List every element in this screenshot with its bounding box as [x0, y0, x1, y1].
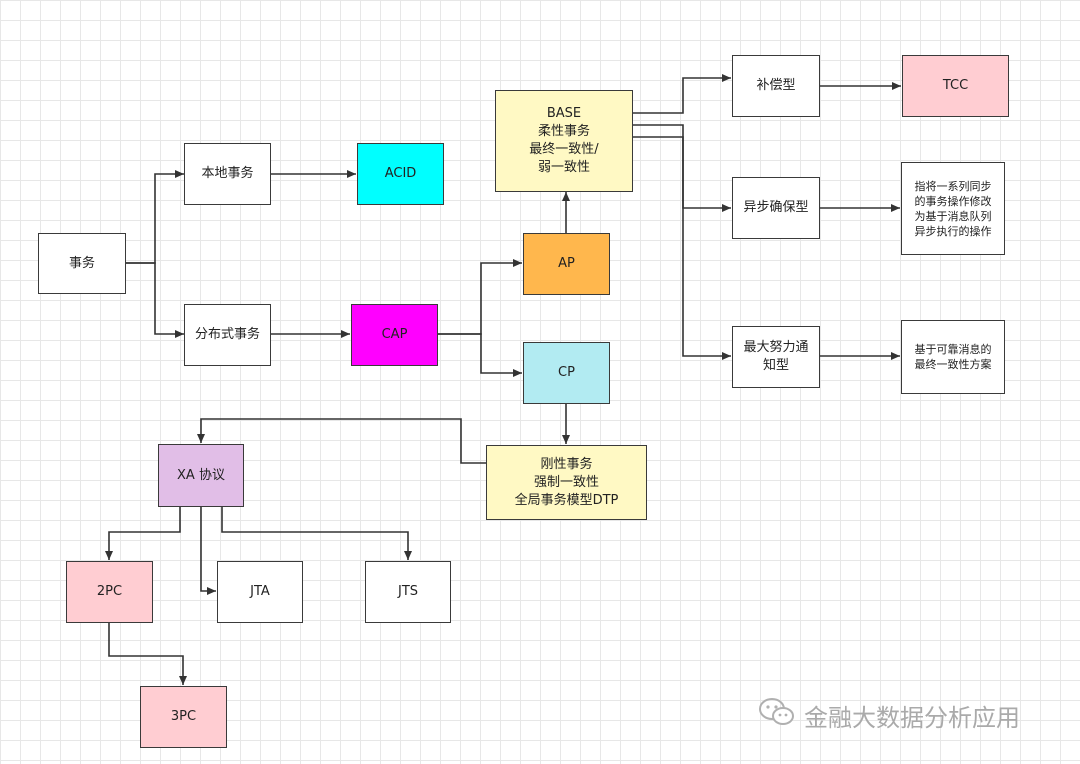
node-label: JTS [397, 584, 419, 599]
node-label: 2PC [96, 584, 123, 599]
edge-cap-cp [438, 333, 522, 377]
node-xa[interactable]: XA 协议 [158, 444, 244, 507]
node-label: 分布式事务 [194, 327, 260, 342]
node-shiwu[interactable]: 事务 [38, 233, 126, 294]
node-ap[interactable]: AP [523, 233, 610, 295]
edge-shiwu-bendi [126, 170, 184, 264]
node-label: BASE 柔性事务 最终一致性/ 弱一致性 [529, 106, 599, 175]
wechat-icon [758, 696, 796, 734]
node-bendi[interactable]: 本地事务 [184, 143, 271, 205]
node-label: AP [558, 256, 575, 271]
node-label: 基于可靠消息的 最终一致性方案 [914, 343, 992, 371]
node-yibu-desc[interactable]: 指将一系列同步 的事务操作修改 为基于消息队列 异步执行的操作 [901, 162, 1005, 255]
edge-gangxing-xa [197, 418, 486, 464]
node-zuida[interactable]: 最大努力通 知型 [732, 326, 820, 388]
node-label: 补偿型 [756, 78, 796, 93]
node-label: XA 协议 [177, 467, 225, 483]
node-zuida-desc[interactable]: 基于可靠消息的 最终一致性方案 [901, 320, 1005, 394]
node-label: CP [558, 365, 575, 380]
node-tcc[interactable]: TCC [902, 55, 1009, 117]
node-3pc[interactable]: 3PC [140, 686, 227, 748]
watermark-text: 金融大数据分析应用 [804, 703, 1020, 732]
node-label: 异步确保型 [743, 200, 809, 215]
node-label: CAP [381, 327, 408, 342]
edge-base-zuida [633, 136, 731, 360]
node-label: TCC [942, 78, 969, 93]
node-acid[interactable]: ACID [357, 143, 444, 205]
node-label: JTA [250, 584, 270, 599]
node-buchang[interactable]: 补偿型 [732, 55, 820, 117]
node-label: 指将一系列同步 的事务操作修改 为基于消息队列 异步执行的操作 [914, 179, 992, 238]
node-jts[interactable]: JTS [365, 561, 451, 623]
node-cap[interactable]: CAP [351, 304, 438, 366]
node-2pc[interactable]: 2PC [66, 561, 153, 623]
edge-2pc-3pc [108, 623, 187, 685]
edge-shiwu-fenbushi [126, 262, 184, 338]
node-base[interactable]: BASE 柔性事务 最终一致性/ 弱一致性 [495, 90, 633, 192]
node-label: 刚性事务 强制一致性 全局事务模型DTP [514, 456, 619, 508]
node-label: 事务 [68, 255, 95, 271]
node-yibu[interactable]: 异步确保型 [732, 177, 820, 239]
node-fenbushi[interactable]: 分布式事务 [184, 304, 271, 366]
node-cp[interactable]: CP [523, 342, 610, 404]
node-label: 本地事务 [201, 166, 254, 181]
watermark: 金融大数据分析应用 [758, 696, 1020, 734]
edge-xa-jts [221, 507, 412, 560]
node-label: 3PC [170, 709, 197, 724]
edge-cap-ap [438, 259, 522, 335]
node-jta[interactable]: JTA [217, 561, 303, 623]
edge-xa-jta [200, 507, 216, 595]
edge-xa-2pc [105, 507, 181, 560]
node-gangxing[interactable]: 刚性事务 强制一致性 全局事务模型DTP [486, 445, 647, 520]
edge-base-buchang [633, 74, 731, 114]
node-label: ACID [384, 166, 417, 181]
node-label: 最大努力通 知型 [743, 340, 809, 373]
